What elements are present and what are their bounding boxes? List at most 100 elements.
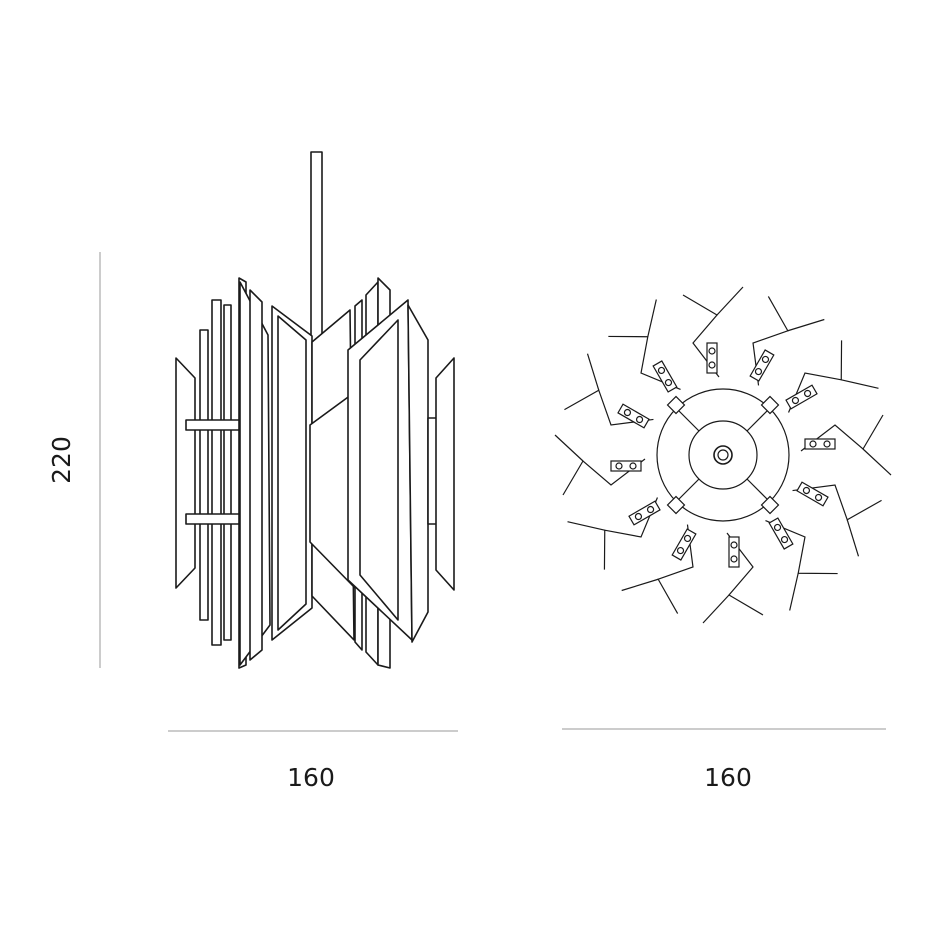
right-outer-fin (435, 357, 455, 591)
spoke-clip-nw (666, 395, 686, 415)
blade-outline (726, 532, 764, 616)
blade-bracket (749, 349, 775, 382)
right-side-blade (407, 304, 429, 643)
bolt (664, 378, 673, 387)
blade-tail (554, 434, 584, 462)
blade (608, 299, 681, 393)
bottom-view-pendant-lamp (554, 286, 892, 624)
left-frame-bar-1 (199, 329, 209, 621)
bolt (615, 462, 623, 470)
inner-ring (688, 420, 758, 490)
bolt (814, 493, 823, 502)
bolt (730, 541, 738, 549)
bolt (803, 389, 812, 398)
blade-bracket (768, 517, 794, 550)
blade (682, 286, 744, 378)
height-dimension-label: 220 (47, 436, 76, 484)
left-blade-inner (249, 289, 263, 661)
bottom-width-dimension-label: 160 (704, 763, 752, 792)
blade (792, 481, 882, 557)
blade-tail (787, 318, 825, 332)
blade-outline (657, 524, 694, 614)
blade (800, 414, 892, 476)
spoke-sw (675, 478, 700, 503)
center-hub (713, 445, 733, 465)
bolt (646, 505, 655, 514)
center-socket (717, 449, 729, 461)
blade-tail (841, 379, 879, 389)
blade-tail (789, 573, 799, 611)
blade (554, 434, 646, 496)
left-outer-fin (175, 357, 196, 589)
blade-tail (647, 299, 657, 337)
bolt (708, 347, 716, 355)
blade-tail (716, 286, 744, 316)
blade-tail (567, 521, 605, 531)
blade-outline (608, 335, 681, 391)
bolt (823, 440, 831, 448)
blade-bracket (785, 384, 818, 410)
blade-outline (562, 458, 646, 496)
spoke-ne (746, 407, 771, 432)
blade-outline (682, 294, 720, 378)
blade-bracket (617, 403, 650, 429)
bolt (730, 555, 738, 563)
side-view-pendant-lamp (175, 151, 455, 669)
bolt (761, 355, 770, 364)
blade (765, 517, 838, 611)
blade (567, 497, 661, 570)
blade (564, 353, 654, 429)
blade-outline (792, 484, 882, 521)
bolt (754, 367, 763, 376)
blade (621, 524, 697, 614)
bolt (657, 366, 666, 375)
blade-outline (564, 389, 654, 426)
blade-bracket (796, 481, 829, 507)
side-width-dimension-label: 160 (287, 763, 335, 792)
blade-bracket (610, 460, 642, 472)
spoke-clip-sw (666, 495, 686, 515)
blade-bracket (671, 528, 697, 561)
bolt (773, 523, 782, 532)
outer-ring (656, 388, 790, 522)
blade-outline (765, 519, 838, 575)
blade-outline (603, 497, 659, 570)
left-frame-bar-2 (211, 299, 222, 646)
bolt (809, 440, 817, 448)
bolt (635, 415, 644, 424)
bolt (780, 535, 789, 544)
suspension-rod (310, 151, 323, 353)
blade-outline (800, 414, 884, 452)
bottom-view-blades (554, 286, 892, 624)
bolt (629, 462, 637, 470)
spoke-nw (675, 407, 700, 432)
bolt (676, 546, 685, 555)
bolt (802, 486, 811, 495)
spoke-clip-se (760, 495, 780, 515)
blade-tail (702, 594, 730, 624)
blade (749, 296, 825, 386)
blade-outline (787, 340, 843, 413)
bolt (683, 534, 692, 543)
blade-bracket (652, 360, 678, 393)
blade-outline (752, 296, 789, 386)
bolt (791, 396, 800, 405)
bolt (634, 512, 643, 521)
bolt (623, 408, 632, 417)
blade-tail (862, 448, 892, 476)
left-bracket-lower (185, 513, 241, 525)
blade (702, 532, 764, 624)
blade (785, 340, 879, 413)
left-center-blade-inner (277, 315, 307, 631)
spoke-se (746, 478, 771, 503)
blade-bracket (628, 500, 661, 526)
blade-bracket (804, 438, 836, 450)
blade-tail (846, 519, 860, 557)
bolt (708, 361, 716, 369)
blade-tail (621, 578, 659, 592)
left-bracket-upper (185, 419, 241, 431)
blade-tail (586, 353, 600, 391)
spoke-clip-ne (760, 395, 780, 415)
right-main-blade-inner (359, 319, 399, 621)
